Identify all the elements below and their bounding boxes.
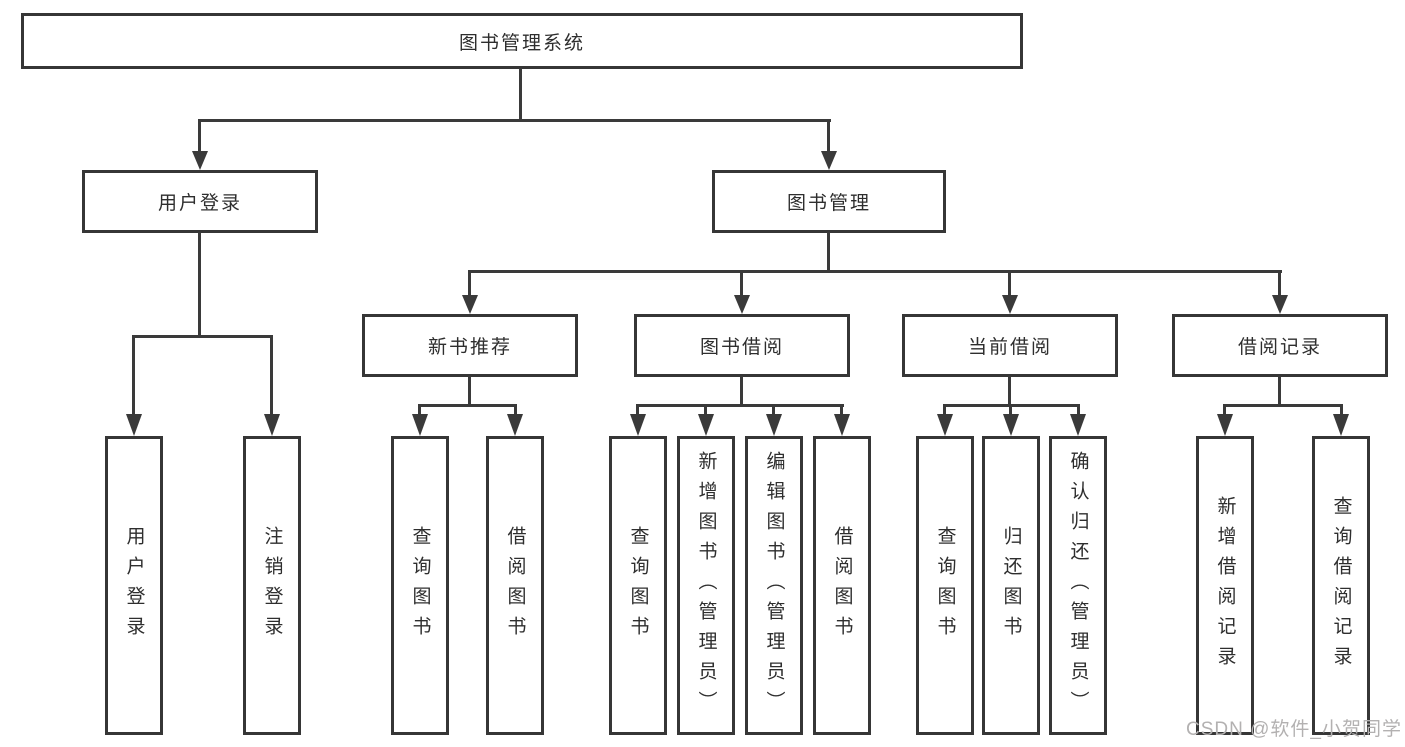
arrowhead-current-borrow [1002, 295, 1018, 314]
connector-stub [514, 404, 517, 418]
arrowhead-leaf [507, 414, 523, 436]
arrowhead-leaf [937, 414, 953, 436]
leaf-nb-query-books: 查询图书 [391, 436, 449, 735]
node-book-borrow: 图书借阅 [634, 314, 850, 377]
connector-drop-book-management [827, 119, 830, 157]
leaf-nb-borrow-books: 借阅图书 [486, 436, 544, 735]
arrowhead-leaf [1003, 414, 1019, 436]
connector-drop-borrow-records [1278, 270, 1281, 298]
leaf-cb-return-books: 归还图书 [982, 436, 1040, 735]
leaf-cb-confirm-return-admin: 确认归还（管理员） [1049, 436, 1107, 735]
connector-drop-leaf-logout [270, 335, 273, 419]
leaf-user-login: 用户登录 [105, 436, 163, 735]
connector-stub [1223, 404, 1226, 418]
connector-drop-user-login [198, 119, 201, 157]
arrowhead-leaf [1333, 414, 1349, 436]
leaf-br-query-record: 查询借阅记录 [1312, 436, 1370, 735]
leaf-bb-query-books: 查询图书 [609, 436, 667, 735]
leaf-bb-borrow-books: 借阅图书 [813, 436, 871, 735]
arrowhead-user-login [192, 151, 208, 170]
connector-stub [704, 404, 707, 418]
csdn-watermark: CSDN @软件_小贺同学 [1186, 719, 1402, 740]
connector-stub [418, 404, 421, 418]
arrowhead-leaf [698, 414, 714, 436]
arrowhead-leaf [834, 414, 850, 436]
node-borrow-records: 借阅记录 [1172, 314, 1388, 377]
connector-borrow-records-hline [1223, 404, 1343, 407]
connector-new-book-hline [418, 404, 517, 407]
arrowhead-leaf [766, 414, 782, 436]
node-root: 图书管理系统 [21, 13, 1023, 69]
arrowhead-leaf [412, 414, 428, 436]
connector-stub [943, 404, 946, 418]
connector-drop-new-book [468, 270, 471, 298]
node-current-borrow: 当前借阅 [902, 314, 1118, 377]
connector-stub [840, 404, 843, 418]
connector-current-borrow-drop [1008, 376, 1011, 407]
connector-book-management-drop [827, 232, 830, 273]
connector-user-login-hline [132, 335, 273, 338]
leaf-br-add-record: 新增借阅记录 [1196, 436, 1254, 735]
leaf-cb-query-books: 查询图书 [916, 436, 974, 735]
arrowhead-leaf [1070, 414, 1086, 436]
connector-book-borrow-hline [636, 404, 844, 407]
connector-drop-leaf-login [132, 335, 135, 419]
connector-stub [1009, 404, 1012, 418]
connector-user-login-drop [198, 232, 201, 338]
node-new-book-recommend: 新书推荐 [362, 314, 578, 377]
connector-new-book-drop [468, 376, 471, 407]
arrowhead-borrow-records [1272, 295, 1288, 314]
connector-stub [636, 404, 639, 418]
connector-borrow-records-drop [1278, 376, 1281, 407]
connector-drop-current-borrow [1008, 270, 1011, 298]
leaf-bb-edit-book-admin: 编辑图书（管理员） [745, 436, 803, 735]
connector-drop-book-borrow [740, 270, 743, 298]
connector-stub [772, 404, 775, 418]
connector-level1-hline [198, 119, 831, 122]
connector-root-drop [519, 68, 522, 121]
leaf-bb-add-book-admin: 新增图书（管理员） [677, 436, 735, 735]
arrowhead-book-borrow [734, 295, 750, 314]
connector-book-borrow-drop [740, 376, 743, 407]
arrowhead-leaf-login [126, 414, 142, 436]
connector-stub [1077, 404, 1080, 418]
arrowhead-book-management [821, 151, 837, 170]
connector-level2-hline [468, 270, 1282, 273]
connector-stub [1340, 404, 1343, 418]
arrowhead-leaf [630, 414, 646, 436]
arrowhead-new-book [462, 295, 478, 314]
node-user-login: 用户登录 [82, 170, 318, 233]
arrowhead-leaf [1217, 414, 1233, 436]
arrowhead-leaf-logout [264, 414, 280, 436]
node-book-management: 图书管理 [712, 170, 946, 233]
leaf-logout: 注销登录 [243, 436, 301, 735]
